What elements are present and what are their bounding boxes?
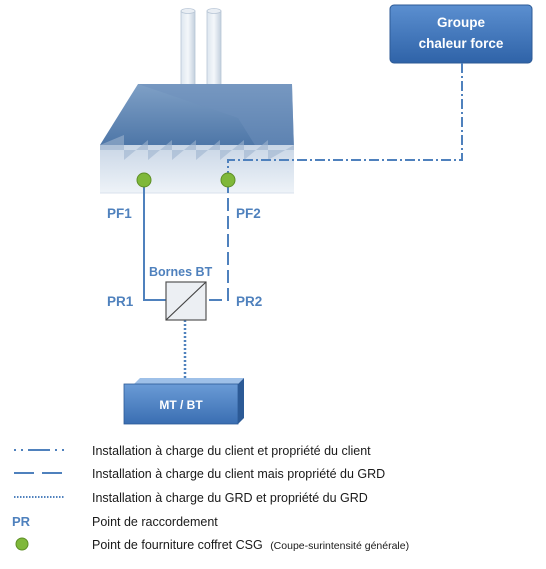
chimney-left — [180, 8, 196, 96]
legend-item-pf: Point de fourniture coffret CSG (Coupe-s… — [15, 537, 409, 552]
pr1-label: PR1 — [107, 294, 134, 309]
legend-item-pr: PR Point de raccordement — [12, 514, 218, 529]
transformer-icon — [165, 281, 207, 321]
bornes-bt-label: Bornes BT — [149, 265, 213, 279]
mt-bt-label: MT / BT — [159, 398, 203, 412]
mt-bt-box: MT / BT — [123, 378, 244, 425]
legend-item-client-client: Installation à charge du client et propr… — [14, 444, 371, 458]
factory-icon — [100, 8, 294, 194]
svg-text:PR: PR — [12, 514, 31, 529]
groupe-label-line2: chaleur force — [419, 36, 504, 51]
chimney-right — [206, 8, 222, 98]
legend-item-client-grd: Installation à charge du client mais pro… — [14, 467, 385, 481]
factory-sawtooth — [100, 135, 294, 160]
pr2-label: PR2 — [236, 294, 262, 309]
svg-text:Point de raccordement: Point de raccordement — [92, 515, 218, 529]
client-grd-line-pf2 — [204, 180, 229, 301]
legend-pf-dot — [15, 537, 29, 551]
svg-text:Installation à charge du clien: Installation à charge du client mais pro… — [92, 467, 385, 481]
svg-text:Installation à charge du clien: Installation à charge du client et propr… — [92, 444, 371, 458]
svg-text:Installation à charge du GRD e: Installation à charge du GRD et propriét… — [92, 491, 368, 505]
groupe-label-line1: Groupe — [437, 15, 485, 30]
pf2-label: PF2 — [236, 206, 261, 221]
pf2-dot — [220, 172, 236, 188]
groupe-chaleur-force-box: Groupe chaleur force — [389, 4, 533, 64]
legend-item-grd-grd: Installation à charge du GRD et propriét… — [14, 491, 368, 505]
svg-text:Point de fourniture coffret CS: Point de fourniture coffret CSG (Coupe-s… — [92, 538, 409, 552]
pf1-dot — [136, 172, 152, 188]
legend: Installation à charge du client et propr… — [12, 444, 409, 552]
pf1-label: PF1 — [107, 206, 132, 221]
